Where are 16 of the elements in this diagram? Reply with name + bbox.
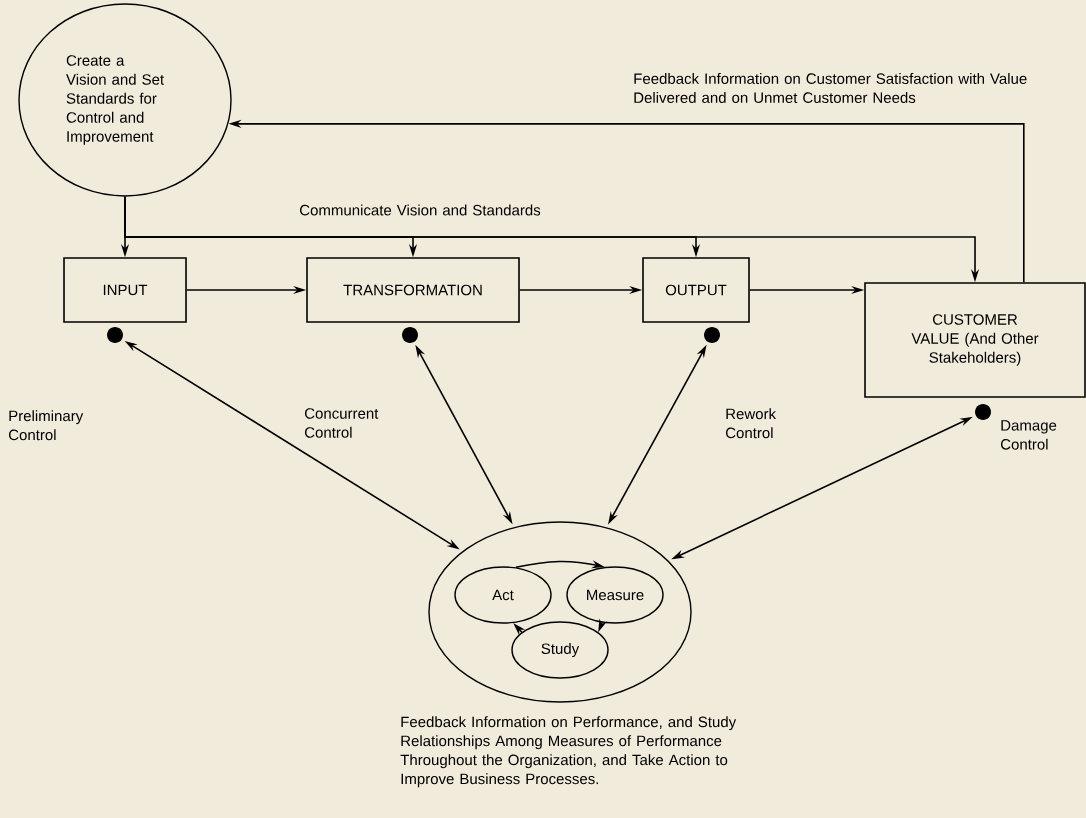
control-label: Rework Control bbox=[726, 408, 777, 439]
process-box: OUTPUT bbox=[642, 257, 750, 323]
control-label: Damage Control bbox=[1001, 420, 1057, 450]
process-box: TRANSFORMATION bbox=[306, 257, 520, 323]
caption-text: Feedback Information on Performance, and Study Relationships Among Measures of Performance Throughout the Organization, and Take Action to Improve Business Processes. bbox=[400, 716, 737, 788]
control-dot bbox=[975, 404, 991, 420]
control-label: Preliminary Control bbox=[9, 410, 84, 441]
control-dot bbox=[107, 327, 123, 343]
control-dot bbox=[704, 327, 720, 343]
stakeholder-box: CUSTOMER VALUE (And Other Stakeholders) bbox=[864, 282, 1086, 398]
edge-label: Feedback Information on Customer Satisfaction with Value Delivered and on Unmet Customer Needs bbox=[634, 73, 1027, 103]
control-label: Concurrent Control bbox=[305, 408, 379, 438]
process-box: INPUT bbox=[63, 257, 187, 323]
control-dot bbox=[402, 327, 418, 343]
cycle-ellipse bbox=[428, 521, 692, 703]
edge-label: Communicate Vision and Standards bbox=[300, 204, 541, 216]
